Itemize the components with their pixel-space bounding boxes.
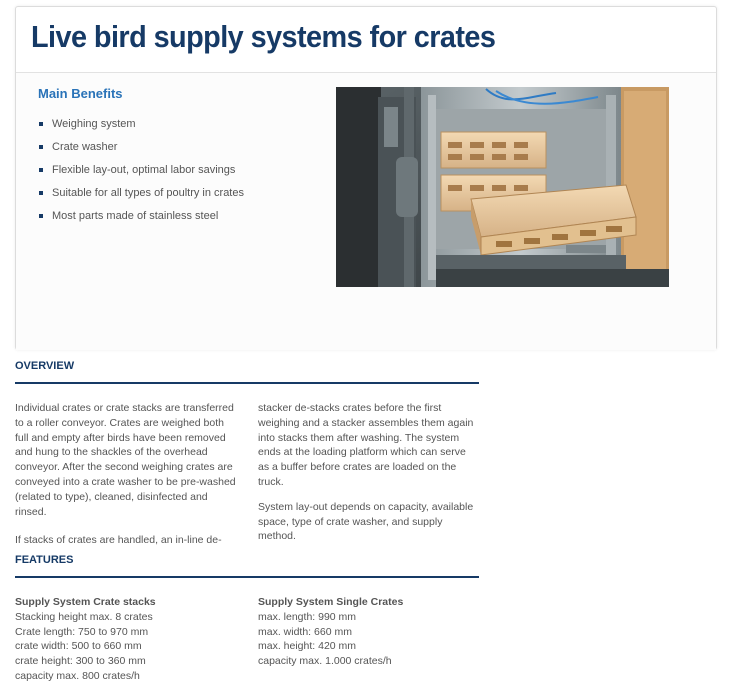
crate-system-illustration (336, 87, 669, 287)
overview-divider (15, 382, 479, 384)
benefit-item: Crate washer (38, 140, 244, 163)
overview-paragraph: stacker de-stacks crates before the firs… (258, 402, 474, 488)
page-title: Live bird supply systems for crates (31, 19, 496, 54)
bullet-icon (39, 168, 43, 172)
benefit-item: Most parts made of stainless steel (38, 209, 244, 232)
benefits-heading: Main Benefits (38, 86, 123, 101)
spec-title: Supply System Crate stacks (15, 596, 156, 608)
spec-line: max. length: 990 mm (258, 610, 357, 623)
spec-line: crate height: 300 to 360 mm (15, 655, 146, 668)
spec-title: Supply System Single Crates (258, 596, 404, 608)
overview-paragraph: Individual crates or crate stacks are tr… (15, 402, 236, 518)
spec-line: capacity max. 1.000 crates/h (258, 655, 392, 668)
spec-line: Crate length: 750 to 970 mm (15, 625, 149, 638)
overview-paragraph: System lay-out depends on capacity, avai… (258, 500, 474, 543)
intro-card: Live bird supply systems for crates Main… (15, 6, 717, 350)
overview-paragraph: If stacks of crates are handled, an in-l… (15, 534, 222, 547)
bullet-icon (39, 145, 43, 149)
overview-heading: OVERVIEW (15, 360, 75, 372)
card-body: Main Benefits Weighing system Crate wash… (16, 73, 716, 350)
spec-line: capacity max. 800 crates/h (15, 669, 140, 682)
overview-column-1: Individual crates or crate stacks are tr… (15, 401, 237, 548)
spec-line: max. width: 660 mm (258, 625, 352, 638)
benefit-item: Suitable for all types of poultry in cra… (38, 186, 244, 209)
spec-line: Stacking height max. 8 crates (15, 610, 153, 623)
features-heading: FEATURES (15, 554, 74, 566)
spec-line: max. height: 420 mm (258, 640, 357, 653)
product-photo (336, 87, 669, 287)
spec-line: crate width: 500 to 660 mm (15, 640, 142, 653)
overview-column-2: stacker de-stacks crates before the firs… (258, 401, 478, 544)
benefit-item: Weighing system (38, 117, 244, 140)
bullet-icon (39, 122, 43, 126)
bullet-icon (39, 191, 43, 195)
bullet-icon (39, 214, 43, 218)
card-header: Live bird supply systems for crates (16, 7, 716, 73)
features-stacks: Supply System Crate stacks Stacking heig… (15, 595, 237, 684)
benefits-list: Weighing system Crate washer Flexible la… (38, 117, 244, 232)
benefit-item: Flexible lay-out, optimal labor savings (38, 163, 244, 186)
features-single: Supply System Single Crates max. length:… (258, 595, 478, 669)
features-divider (15, 576, 479, 578)
